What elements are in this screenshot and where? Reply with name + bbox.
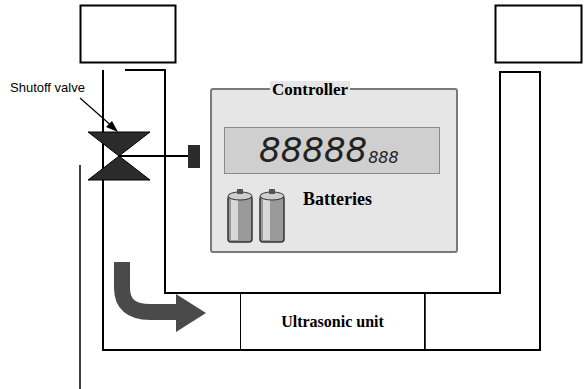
valve-stem	[119, 155, 190, 157]
right-flange	[496, 6, 582, 63]
leader-line	[79, 165, 81, 389]
controller-title: Controller	[270, 81, 350, 99]
flow-arrowhead	[176, 294, 206, 332]
callout-head	[106, 121, 118, 132]
valve-lower	[88, 156, 150, 180]
valve-actuator	[188, 145, 200, 168]
unit-label: Ultrasonic unit	[281, 313, 384, 331]
pipe-outline	[103, 70, 540, 350]
valve-label: Shutoff valve	[10, 80, 85, 95]
left-flange	[81, 6, 176, 63]
valve-upper	[88, 132, 150, 156]
flow-arrow	[122, 262, 178, 312]
battery-icons	[224, 188, 288, 246]
lcd-digits: 88888	[259, 133, 367, 167]
batteries-label: Batteries	[303, 189, 372, 210]
callout-line	[80, 98, 114, 128]
lcd-display: 88888888	[224, 127, 440, 174]
lcd-small-digits: 888	[368, 149, 399, 167]
controller-box: Controller88888888	[210, 88, 458, 253]
ultrasonic-unit-box: Ultrasonic unit	[240, 293, 425, 350]
